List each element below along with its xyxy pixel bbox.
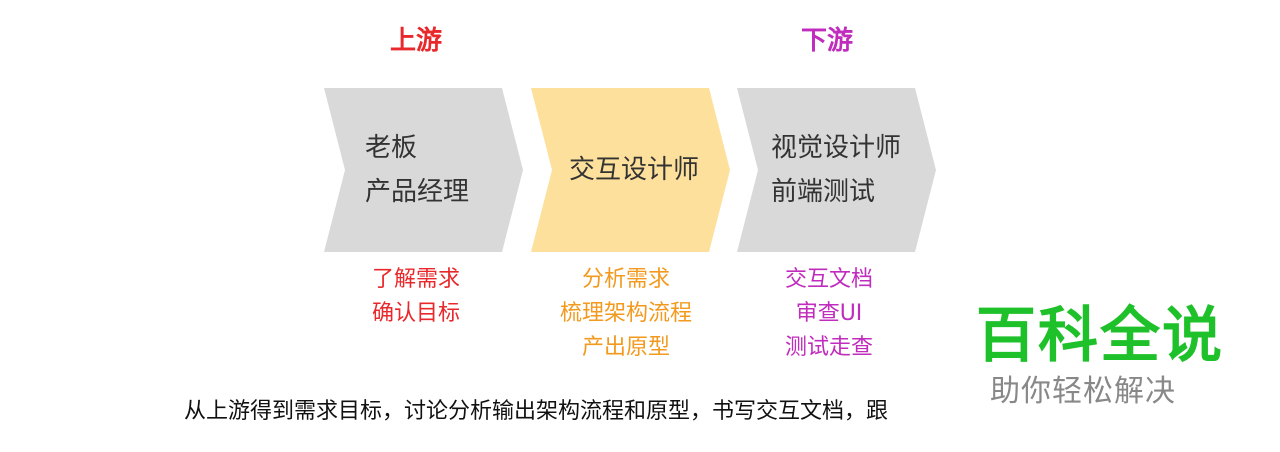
chevron-stage-upstream: 老板 产品经理 — [324, 88, 524, 252]
task-item: 分析需求 — [581, 267, 670, 292]
task-item: 测试走查 — [784, 335, 873, 360]
stage-role: 前端测试 — [771, 177, 876, 207]
stage-role: 视觉设计师 — [771, 133, 902, 163]
chevron-shape-gray — [324, 88, 523, 252]
watermark-slogan: 助你轻松解决 — [990, 374, 1176, 409]
watermark-logo-text: 百科全说 — [976, 301, 1224, 371]
stage-role: 老板 — [365, 133, 418, 163]
task-item: 确认目标 — [371, 301, 460, 326]
upstream-label: 上游 — [389, 26, 442, 56]
task-item: 交互文档 — [784, 267, 873, 292]
task-item: 梳理架构流程 — [559, 301, 692, 326]
stage-role: 产品经理 — [365, 177, 470, 207]
task-list-downstream: 交互文档 审查UI 测试走查 — [759, 263, 899, 365]
task-item: 了解需求 — [371, 267, 460, 292]
task-item: 审查UI — [795, 301, 863, 326]
chevron-shape-gray — [737, 88, 936, 252]
task-list-upstream: 了解需求 确认目标 — [346, 263, 486, 331]
task-item: 产出原型 — [581, 335, 670, 360]
task-list-middle: 分析需求 梳理架构流程 产出原型 — [546, 263, 706, 365]
chevron-shape-yellow — [531, 88, 730, 252]
stage-role: 交互设计师 — [569, 155, 700, 185]
chevron-stage-downstream: 视觉设计师 前端测试 — [737, 88, 937, 252]
downstream-label: 下游 — [800, 26, 853, 56]
caption-text: 从上游得到需求目标，讨论分析输出架构流程和原型，书写交互文档，跟 — [184, 399, 889, 424]
chevron-stage-middle: 交互设计师 — [531, 88, 731, 252]
